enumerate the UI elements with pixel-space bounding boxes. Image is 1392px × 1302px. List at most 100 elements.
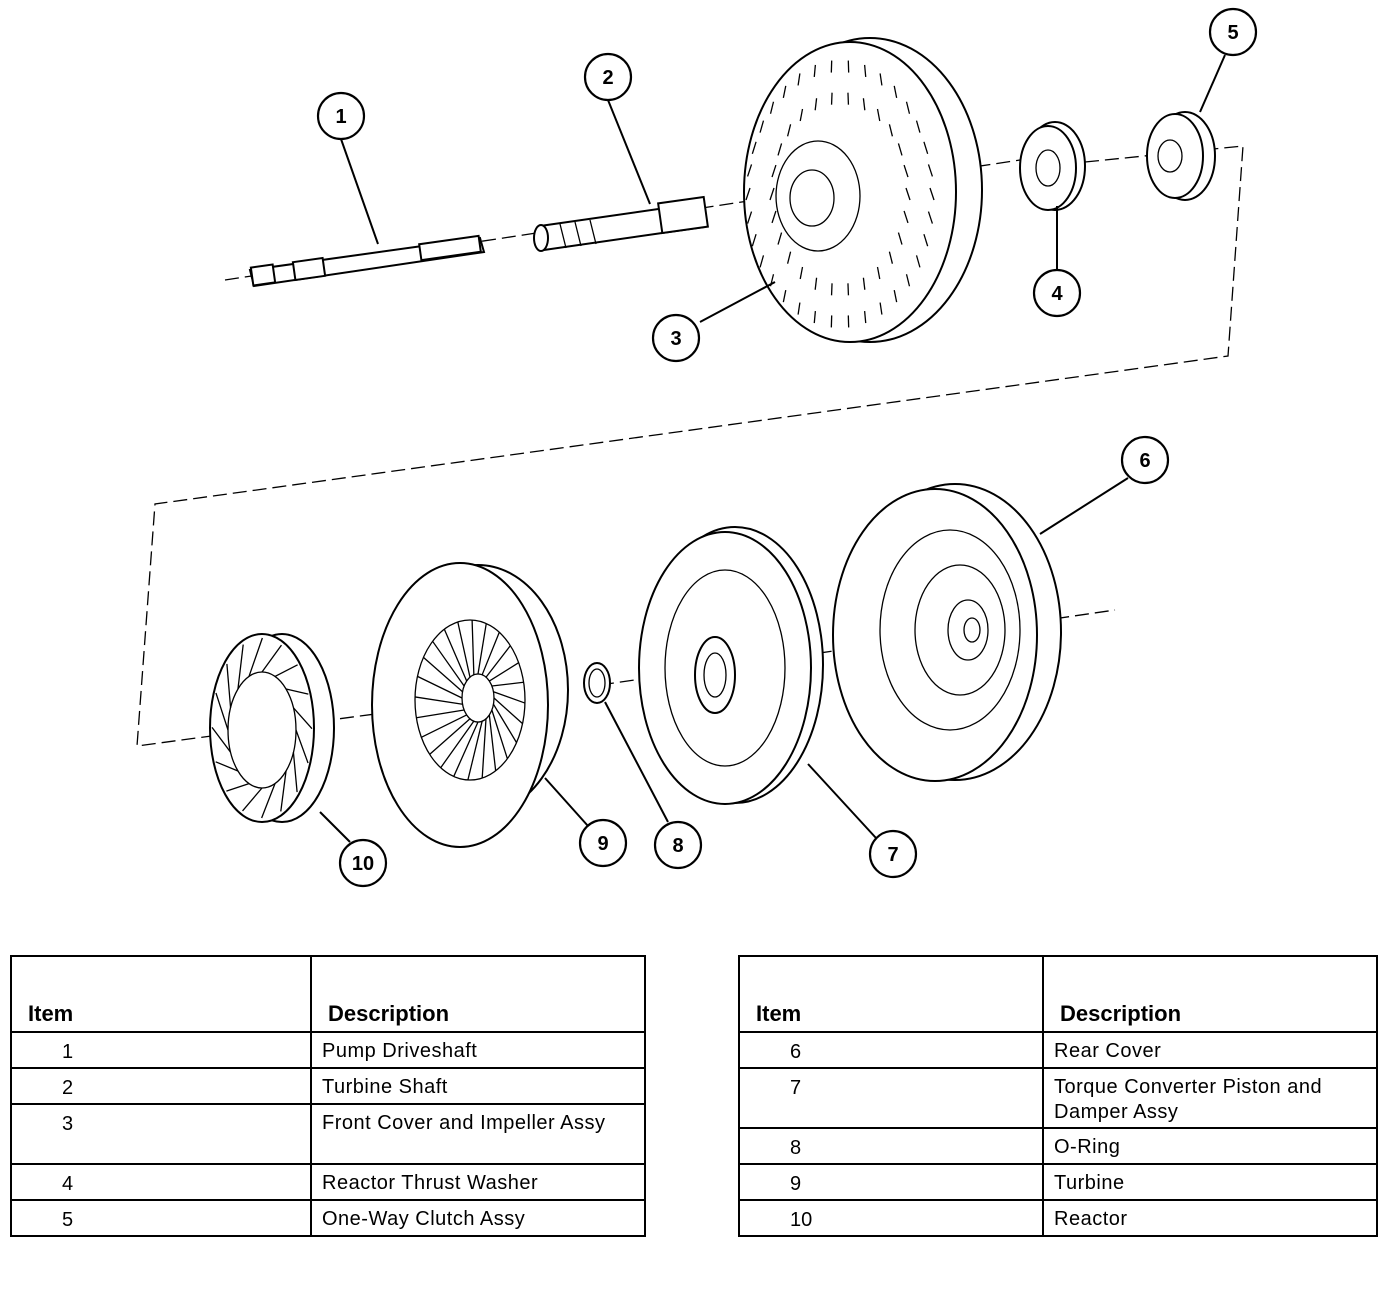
cover-slot [888, 251, 894, 264]
turbine-vane [440, 720, 475, 769]
cover-slot [751, 141, 757, 154]
cover-slot [897, 232, 903, 245]
piston-damper-part [638, 526, 824, 805]
description-cell: Reactor Thrust Washer [310, 1163, 646, 1201]
cover-slot [923, 141, 929, 154]
reactor-vane [226, 782, 250, 792]
item-number-cell: 5 [10, 1199, 312, 1237]
cover-slot [905, 274, 911, 287]
cover-slot [759, 120, 765, 133]
description-cell: O-Ring [1042, 1127, 1378, 1165]
reactor-vane [248, 637, 263, 677]
callout-circle [651, 313, 701, 363]
item-number-cell: 7 [738, 1067, 1044, 1129]
turbine-vane [453, 721, 479, 777]
cover-slot [797, 73, 801, 86]
rear-cover-part [832, 483, 1062, 782]
cover-slot [862, 277, 866, 290]
item-number-cell: 10 [738, 1199, 1044, 1237]
callout-number: 4 [1051, 283, 1063, 305]
cover-slot [771, 210, 777, 224]
description-cell: Torque Converter Piston and Damper Assy [1042, 1067, 1378, 1129]
cover-slot [769, 101, 775, 114]
cover-slot [777, 232, 783, 245]
cover-slot [745, 187, 751, 201]
cover-slot [777, 143, 783, 156]
turbine-vane [481, 718, 487, 779]
turbine-vane [471, 620, 475, 675]
cover-slot [814, 277, 818, 290]
reactor-vane [215, 761, 239, 772]
turbine-vane [481, 632, 500, 676]
turbine-part [371, 562, 569, 848]
turbine-vane [491, 681, 524, 687]
turbine-vane [429, 718, 471, 755]
cover-slot [927, 211, 934, 224]
turbine-vane [493, 691, 526, 704]
callout-number: 1 [335, 106, 346, 128]
description-cell: Pump Driveshaft [310, 1031, 646, 1069]
cover-slot [862, 98, 866, 111]
cover-slot [746, 164, 753, 177]
cover-slot [751, 234, 757, 247]
reactor-vane [274, 664, 298, 677]
item-number-cell: 4 [10, 1163, 312, 1201]
cover-slot [813, 311, 817, 324]
callout-circle [338, 838, 388, 888]
reactor-vane [242, 787, 263, 812]
cover-slot [769, 187, 775, 201]
callout-8: 8 [653, 820, 703, 870]
cover-slot [813, 64, 817, 77]
turbine-vane [467, 721, 483, 781]
callout-number: 10 [352, 853, 374, 875]
turbine-vane [417, 675, 463, 699]
turbine-vane [488, 714, 497, 771]
item-number-cell: 1 [10, 1031, 312, 1069]
turbine-vane [493, 697, 523, 725]
cover-slot [893, 85, 898, 98]
description-cell: Turbine Shaft [310, 1067, 646, 1105]
description-cell: Front Cover and Impeller Assy [310, 1103, 646, 1165]
callout-circle [868, 829, 918, 879]
cover-slot [879, 302, 883, 315]
o-ring-part [583, 662, 611, 704]
cover-slot [786, 124, 792, 137]
cover-slot [876, 108, 881, 122]
cover-slot [782, 85, 787, 98]
reactor-vane [211, 726, 232, 753]
cover-slot [915, 120, 921, 133]
reactor-part [209, 633, 335, 823]
front-cover-impeller-part [743, 37, 983, 343]
turbine-vane [485, 645, 511, 678]
item-number-cell: 8 [738, 1127, 1044, 1165]
description-cell: Turbine [1042, 1163, 1378, 1201]
turbine-vane [477, 623, 487, 675]
item-number-cell: 6 [738, 1031, 1044, 1069]
reactor-vane [295, 729, 309, 764]
callout-9: 9 [578, 818, 628, 868]
cover-slot [782, 290, 787, 303]
turbine-vane [492, 703, 518, 743]
reactor-vane [292, 707, 313, 730]
description-column-header: Description [310, 955, 646, 1033]
callout-number: 5 [1227, 22, 1238, 44]
item-column-header: Item [738, 955, 1044, 1033]
callout-2: 2 [583, 52, 633, 102]
cover-slot [771, 164, 777, 178]
one-way-clutch-part [1146, 111, 1216, 201]
reactor-vane [226, 663, 232, 708]
cover-slot [929, 187, 935, 201]
callout-number: 8 [672, 835, 683, 857]
turbine-vane [443, 628, 468, 682]
description-cell: Rear Cover [1042, 1031, 1378, 1069]
cover-slot [746, 211, 753, 224]
turbine-vane [488, 662, 519, 682]
callout-circle [583, 52, 633, 102]
